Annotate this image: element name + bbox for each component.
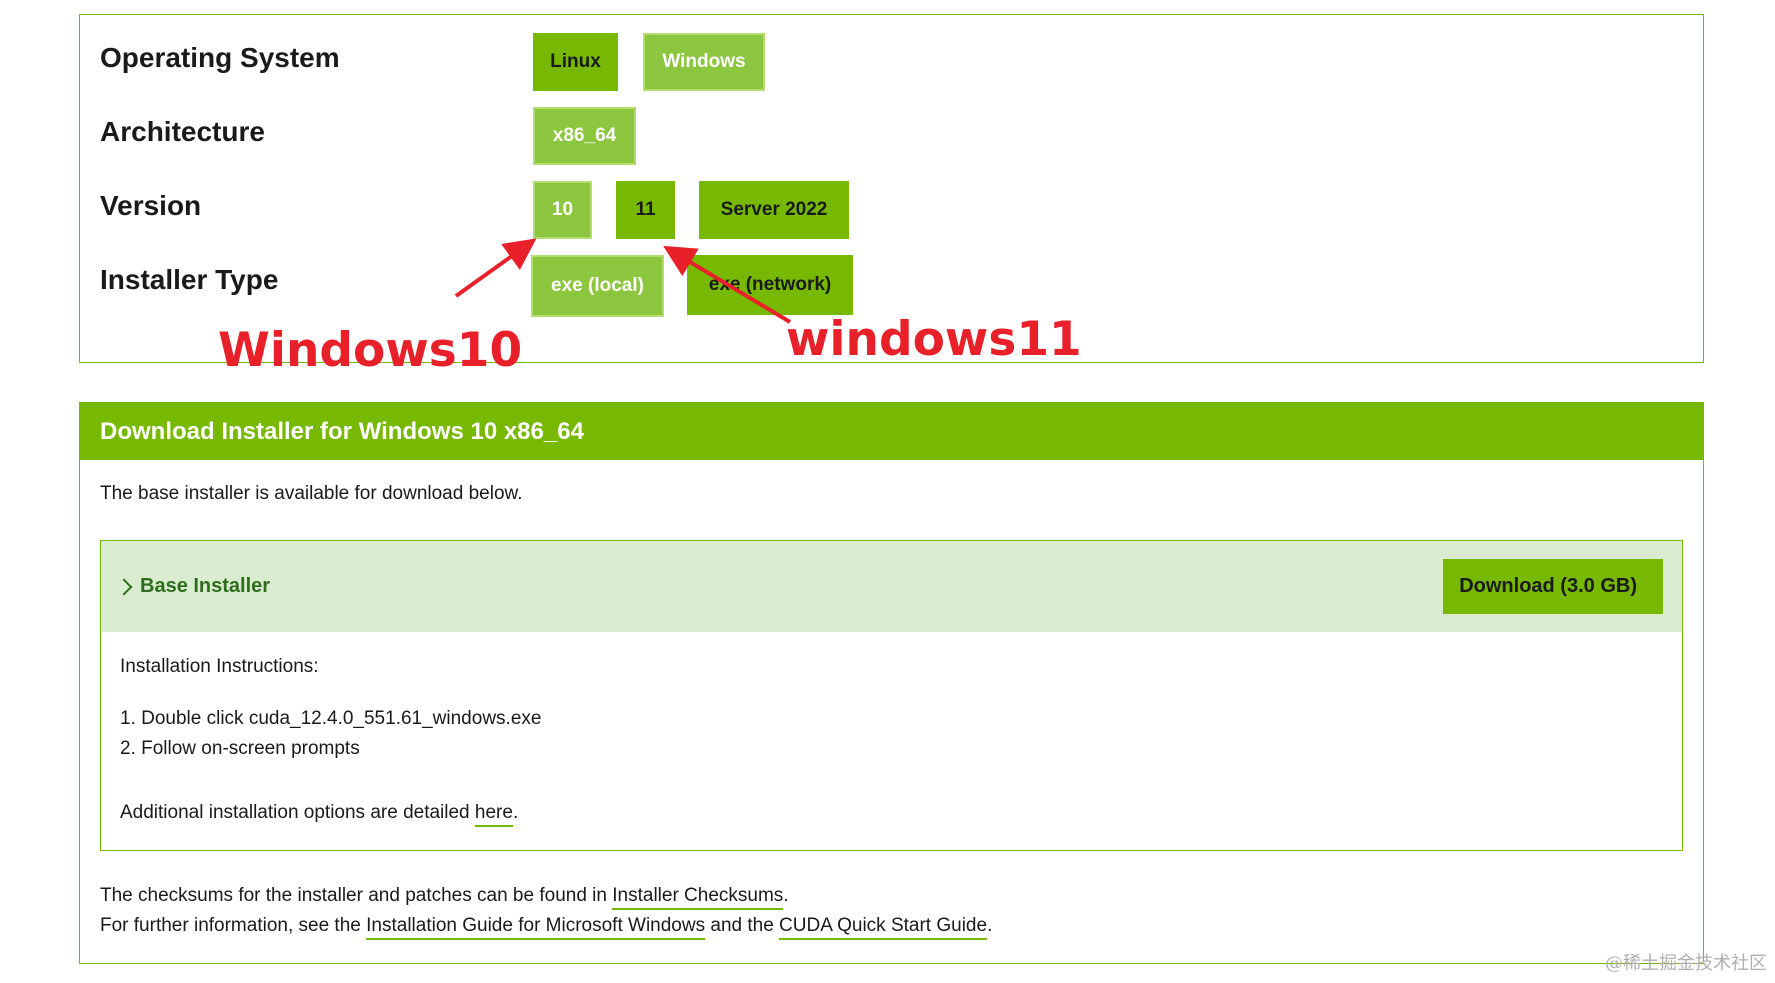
additional-options-text: Additional installation options are deta… bbox=[120, 802, 1663, 827]
additional-options-suffix: . bbox=[512, 802, 519, 823]
base-installer-title: Base Installer bbox=[140, 575, 271, 597]
version-option-10[interactable]: 10 bbox=[533, 181, 592, 239]
cuda-quick-start-guide-link[interactable]: CUDA Quick Start Guide bbox=[779, 915, 988, 940]
instruction-step: 1. Double click cuda_12.4.0_551.61_windo… bbox=[120, 708, 542, 729]
download-intro: The base installer is available for down… bbox=[100, 483, 523, 504]
annotation-windows10: Windows10 bbox=[218, 323, 523, 378]
installer-option-exe-network[interactable]: exe (network) bbox=[687, 255, 853, 315]
info-suffix: . bbox=[987, 915, 993, 936]
installation-instructions: Installation Instructions: 1. Double cli… bbox=[101, 632, 1682, 827]
installer-checksums-link[interactable]: Installer Checksums bbox=[612, 885, 784, 910]
arch-option-x86-64[interactable]: x86_64 bbox=[533, 107, 636, 165]
os-label: Operating System bbox=[100, 42, 340, 73]
os-option-linux[interactable]: Linux bbox=[533, 33, 618, 91]
version-option-11[interactable]: 11 bbox=[616, 181, 675, 239]
info-prefix: For further information, see the bbox=[100, 915, 367, 936]
download-panel: Download Installer for Windows 10 x86_64… bbox=[79, 402, 1704, 964]
checksums-line: The checksums for the installer and patc… bbox=[100, 881, 992, 911]
instruction-step: 2. Follow on-screen prompts bbox=[120, 738, 360, 759]
platform-selector: Operating System Linux Windows Architect… bbox=[79, 14, 1704, 363]
installer-type-label: Installer Type bbox=[100, 264, 279, 295]
here-link[interactable]: here bbox=[474, 802, 513, 827]
further-info-line: For further information, see the Install… bbox=[100, 911, 992, 941]
installation-guide-link[interactable]: Installation Guide for Microsoft Windows bbox=[366, 915, 706, 940]
checksums-suffix: . bbox=[783, 885, 789, 906]
instructions-heading: Installation Instructions: bbox=[120, 656, 319, 677]
base-installer-section: Base Installer Download (3.0 GB) Install… bbox=[100, 540, 1683, 851]
chevron-right-icon bbox=[115, 578, 133, 595]
version-option-server-2022[interactable]: Server 2022 bbox=[699, 181, 849, 239]
os-option-windows[interactable]: Windows bbox=[643, 33, 765, 91]
architecture-label: Architecture bbox=[100, 116, 265, 147]
instruction-steps: 1. Double click cuda_12.4.0_551.61_windo… bbox=[120, 704, 1663, 764]
download-header: Download Installer for Windows 10 x86_64 bbox=[80, 403, 1703, 460]
base-installer-header: Base Installer Download (3.0 GB) bbox=[101, 541, 1682, 632]
download-footer: The checksums for the installer and patc… bbox=[100, 881, 992, 941]
base-installer-toggle[interactable]: Base Installer bbox=[115, 575, 271, 598]
installer-option-exe-local[interactable]: exe (local) bbox=[531, 255, 664, 317]
info-middle: and the bbox=[705, 915, 780, 936]
watermark: @稀土掘金技术社区 bbox=[1605, 953, 1767, 974]
checksums-prefix: The checksums for the installer and patc… bbox=[100, 885, 613, 906]
version-label: Version bbox=[100, 190, 202, 221]
download-button[interactable]: Download (3.0 GB) bbox=[1443, 559, 1663, 614]
additional-options-prefix: Additional installation options are deta… bbox=[120, 802, 475, 823]
annotation-windows11: windows11 bbox=[786, 312, 1082, 367]
